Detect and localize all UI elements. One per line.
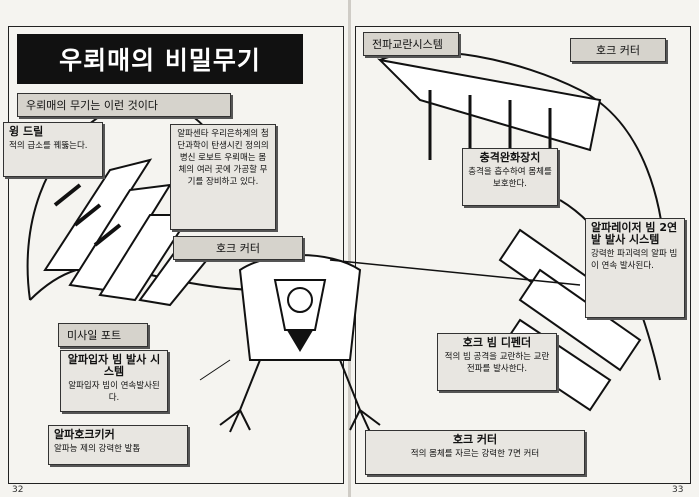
callout-em-jamming: 전파교란시스템 [363,32,459,56]
callout-intro: 알파센타 우리은하계의 첨단과학이 탄생시킨 정의의 병신 로보트 우뢰매는 몸… [170,124,276,230]
callout-body: 강력한 파괴력의 알파 빔이 연속 발사된다. [591,249,678,271]
callout-hawk-cutter-left: 호크 커터 [173,236,303,260]
callout-heading: 알파호크키커 [54,428,115,441]
page-title: 우뢰매의 비밀무기 [17,34,303,84]
callout-hawk-cutter-bottom: 호크 커터 적의 몸체를 자르는 강력한 7면 커터 [365,430,585,475]
callout-heading: 윙 드릴 [9,125,44,138]
left-frame [8,26,344,484]
callout-heading: 호크 빔 디펜더 [462,336,532,349]
right-frame [355,26,691,484]
callout-heading: 알파입자 빔 발사 시스템 [67,353,161,378]
callout-heading: 호크 커터 [452,433,498,446]
callout-body: 적의 몸체를 자르는 강력한 7면 커터 [410,449,540,459]
callout-hawk-cutter-top: 호크 커터 [570,38,666,62]
page-number-left: 32 [12,485,24,495]
callout-body: 적의 빔 공격을 교란하는 교란전파를 발사한다. [444,352,550,374]
callout-body: 알파능 제의 강력한 발톱 [54,444,141,454]
robot-body [238,254,362,361]
callout-hawk-beam-defender: 호크 빔 디펜더 적의 빔 공격을 교란하는 교란전파를 발사한다. [437,333,557,391]
callout-shock-absorber: 충격완화장치 충격을 흡수하여 몸체를 보호한다. [462,148,558,206]
callout-alpha-particle-beam: 알파입자 빔 발사 시스템 알파입자 빔이 연속발사된다. [60,350,168,412]
callout-missile-port: 미사일 포트 [58,323,148,347]
page-gutter [348,0,351,497]
callout-alpha-laser: 알파레이저 빔 2연발 발사 시스템 강력한 파괴력의 알파 빔이 연속 발사된… [585,218,685,318]
callout-body: 알파입자 빔이 연속발사된다. [68,381,160,403]
callout-body: 적의 급소를 꿰뚫는다. [9,141,88,151]
callout-heading: 알파레이저 빔 2연발 발사 시스템 [591,221,678,246]
subtitle-label: 우뢰매의 무기는 이런 것이다 [17,93,231,117]
callout-heading: 충격완화장치 [479,151,541,164]
callout-body: 충격을 흡수하여 몸체를 보호한다. [468,167,552,189]
callout-body: 알파센타 우리은하계의 첨단과학이 탄생시킨 정의의 병신 로보트 우뢰매는 몸… [177,129,269,187]
callout-wing-drill: 윙 드릴 적의 급소를 꿰뚫는다. [3,122,103,177]
callout-alpha-hawk-kicker: 알파호크키커 알파능 제의 강력한 발톱 [48,425,188,465]
page-number-right: 33 [672,485,684,495]
